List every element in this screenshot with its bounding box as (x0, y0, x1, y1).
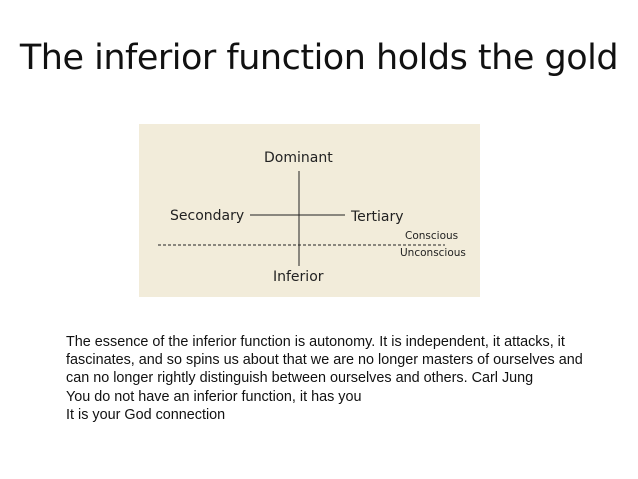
dominant-label: Dominant (264, 150, 333, 166)
function-diagram: Dominant Secondary Tertiary Inferior Con… (139, 124, 480, 297)
jung-quote: The essence of the inferior function is … (66, 334, 583, 387)
secondary-label: Secondary (170, 208, 245, 224)
body-line-two: You do not have an inferior function, it… (66, 388, 362, 405)
body-line-three: It is your God connection (66, 406, 226, 423)
body-text: The essence of the inferior function is … (66, 333, 606, 424)
inferior-label: Inferior (273, 269, 324, 285)
slide-title: The inferior function holds the gold (19, 38, 619, 78)
unconscious-label: Unconscious (400, 247, 466, 259)
tertiary-label: Tertiary (351, 209, 404, 225)
diagram-lines (158, 171, 445, 266)
conscious-label: Conscious (405, 230, 459, 242)
